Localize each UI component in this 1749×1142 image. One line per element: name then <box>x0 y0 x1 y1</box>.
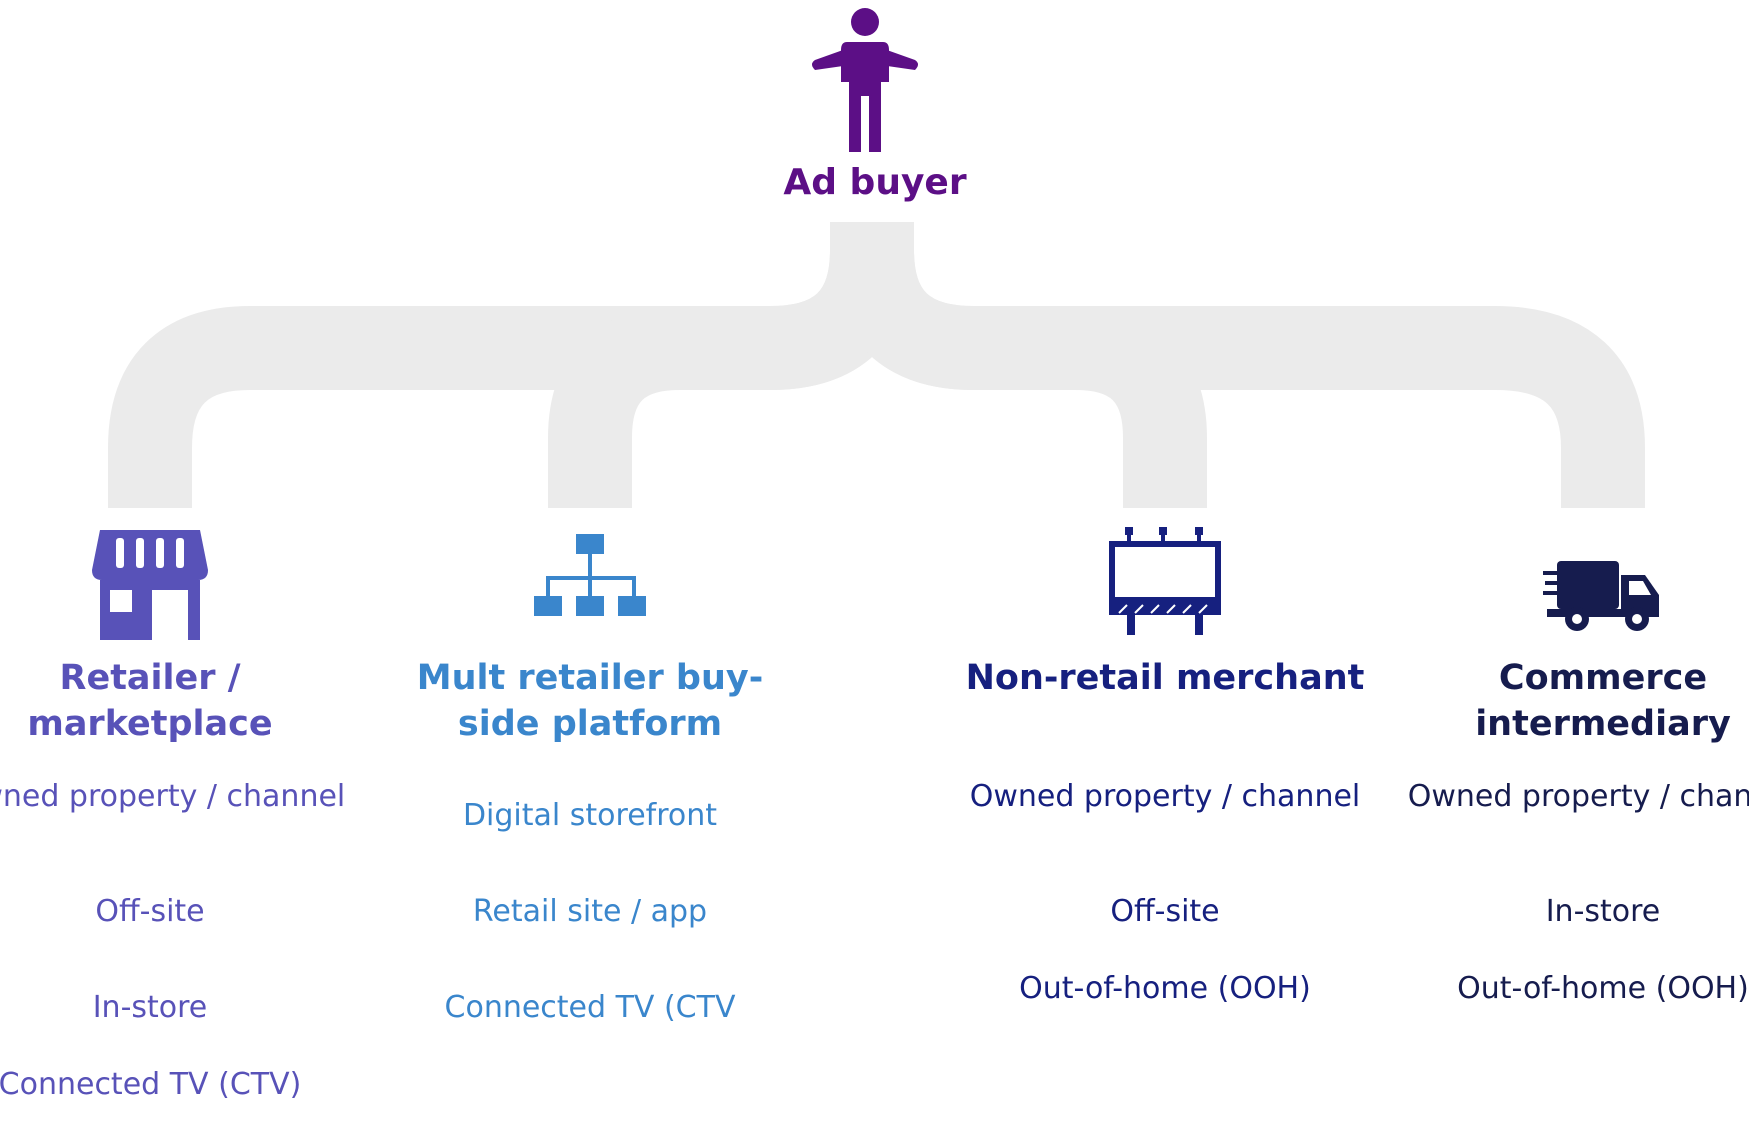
list-item: Owned property / channel <box>969 779 1361 814</box>
column-title: Retailer / marketplace <box>27 658 273 744</box>
delivery-truck-icon <box>1543 561 1659 631</box>
list-item: Retail site / app <box>472 894 708 929</box>
person-icon <box>812 8 918 152</box>
list-item: Off-site <box>95 894 205 929</box>
list-item: Out-of-home (OOH) <box>1019 971 1311 1006</box>
list-item: In-store <box>92 990 208 1025</box>
list-item: Connected TV (CTV) <box>0 1067 302 1102</box>
list-item: Owned property / channel <box>1407 779 1749 814</box>
list-item: Connected TV (CTV <box>444 990 736 1025</box>
column-title: Non-retail merchant <box>965 658 1365 698</box>
list-item: Out-of-home (OOH) <box>1457 971 1749 1006</box>
branch-commerce-intermediary <box>830 222 1645 508</box>
column-title: Commerce intermediary <box>1475 658 1731 744</box>
branch-buy-side-platform <box>548 222 914 508</box>
list-item: In-store <box>1545 894 1661 929</box>
list-item: Owned property / channel <box>0 779 346 814</box>
ad-buyer-title: Ad buyer <box>783 162 967 203</box>
billboard-icon <box>1109 527 1221 635</box>
storefront-icon <box>92 530 208 640</box>
hierarchy-icon <box>534 534 646 616</box>
list-item: Digital storefront <box>462 798 718 833</box>
column-title: Mult retailer buy-side platform <box>416 658 764 744</box>
list-item: Off-site <box>1110 894 1220 929</box>
